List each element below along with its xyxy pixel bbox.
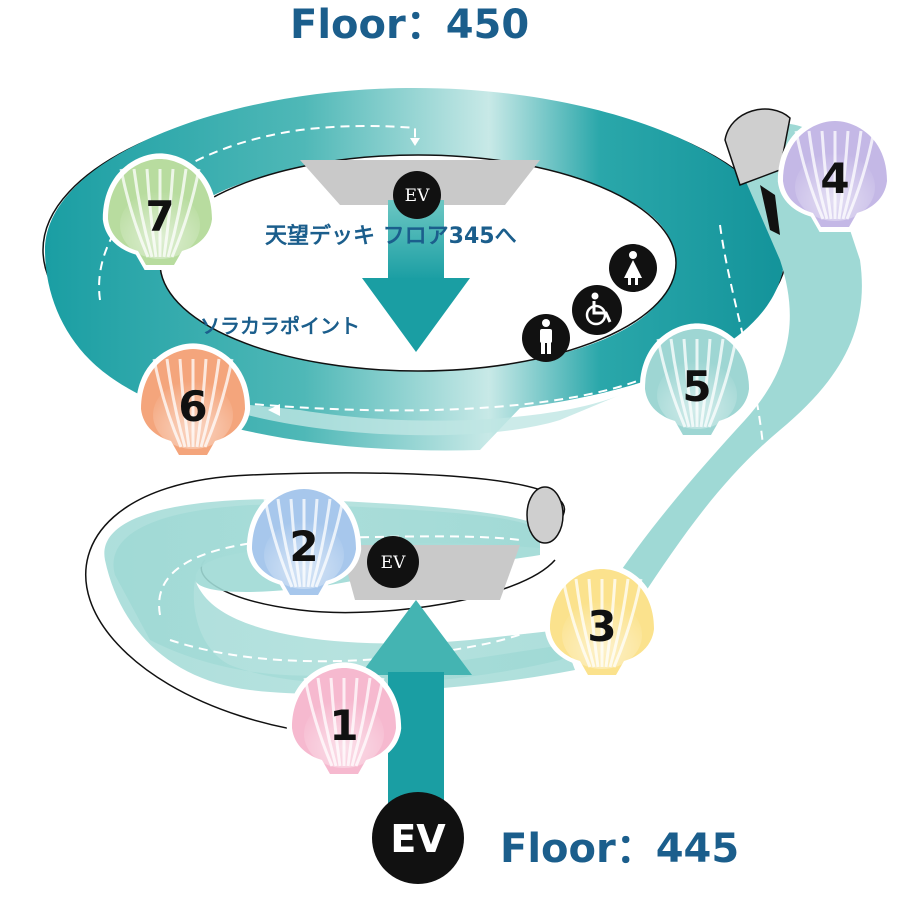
ev-badge-top: EV <box>393 171 441 219</box>
sorakara-point-markers: 1 2 3 4 5 6 7 <box>102 115 893 779</box>
shell-number-4: 4 <box>820 154 849 203</box>
shell-marker-4: 4 <box>777 115 893 232</box>
shell-number-1: 1 <box>329 701 358 750</box>
ev-badge-bottom: EV <box>372 792 464 884</box>
floor-label-bottom: Floor：445 <box>500 826 739 872</box>
svg-text:EV: EV <box>405 186 430 206</box>
sorakara-point-label: ソラカラポイント <box>200 314 360 338</box>
shell-marker-1: 1 <box>286 662 402 779</box>
shell-number-3: 3 <box>587 602 616 651</box>
ev-badge-middle: EV <box>367 536 419 588</box>
male-restroom-icon <box>522 314 570 362</box>
accessible-restroom-icon <box>572 285 622 335</box>
observation-deck-label: 天望デッキ フロア345へ <box>265 223 517 249</box>
svg-text:EV: EV <box>390 817 446 861</box>
shell-marker-2: 2 <box>246 483 362 600</box>
shell-number-6: 6 <box>178 382 207 431</box>
floor-label-top: Floor：450 <box>290 2 529 48</box>
shell-marker-7: 7 <box>102 153 218 270</box>
shell-number-2: 2 <box>289 522 318 571</box>
shell-marker-3: 3 <box>544 563 660 680</box>
svg-text:EV: EV <box>381 553 406 573</box>
female-restroom-icon <box>609 244 657 292</box>
shell-marker-5: 5 <box>639 323 755 440</box>
shell-marker-6: 6 <box>135 343 251 460</box>
shell-number-7: 7 <box>145 192 174 241</box>
shell-number-5: 5 <box>682 362 711 411</box>
